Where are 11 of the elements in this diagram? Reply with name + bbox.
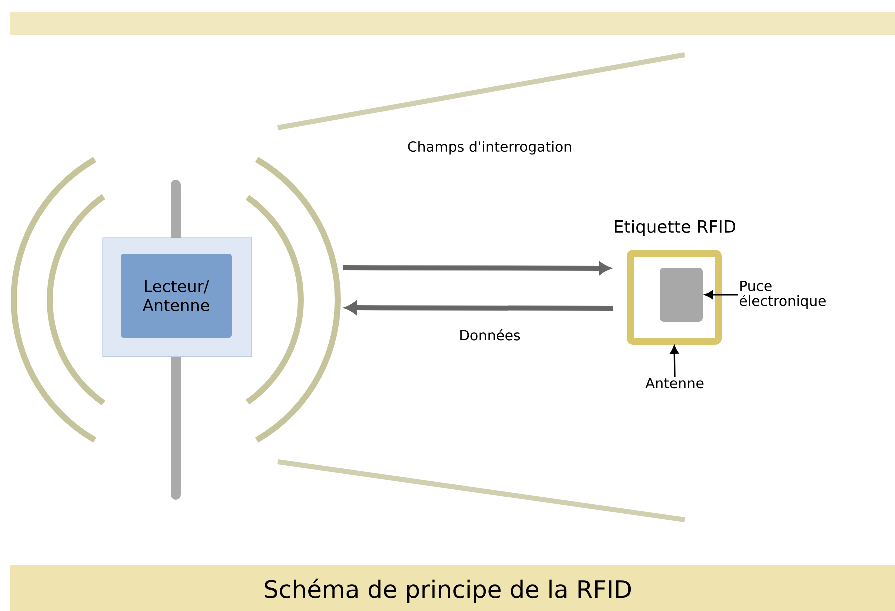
part-label: Puce électronique <box>740 280 826 310</box>
node-label: Etiquette RFID <box>615 220 736 236</box>
part-label: Antenne <box>646 378 704 389</box>
arrow <box>670 346 679 378</box>
edge-label: Données <box>460 329 520 341</box>
chip-box <box>660 268 703 322</box>
arrow <box>704 290 738 300</box>
reader-box: Lecteur/ Antenne <box>102 238 252 358</box>
arrow <box>343 262 610 275</box>
arrow <box>346 302 613 314</box>
field-label: Champs d'interrogation <box>408 141 572 155</box>
